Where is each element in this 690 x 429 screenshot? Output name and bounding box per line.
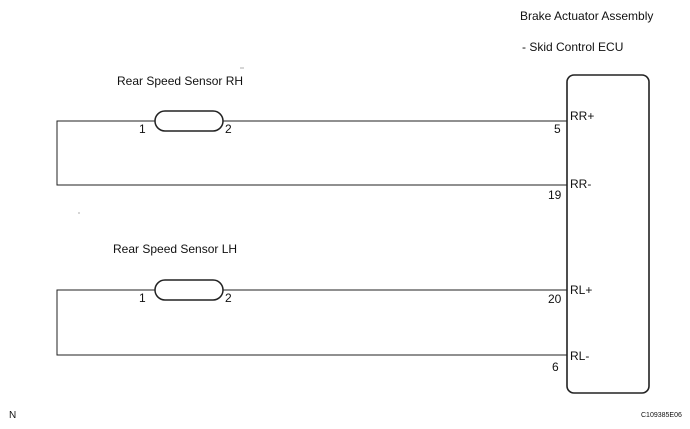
sensor-lh-pin-1: 1 xyxy=(139,291,146,305)
terminal-rr-plus-name: RR+ xyxy=(570,109,595,123)
wire-rh-loop xyxy=(56,120,567,186)
sensor-rh-pin-1: 1 xyxy=(139,122,146,136)
sensor-lh-label: Rear Speed Sensor LH xyxy=(113,242,238,256)
terminal-rr-minus-name: RR- xyxy=(570,177,592,191)
terminal-rl-minus-name: RL- xyxy=(570,349,590,363)
terminal-rr-plus-pin: 5 xyxy=(554,122,561,136)
wire-lh-loop xyxy=(56,289,567,356)
sensor-rh-pin-2: 2 xyxy=(225,122,232,136)
sensor-lh-pin-2: 2 xyxy=(225,291,232,305)
terminal-rl-plus-name: RL+ xyxy=(570,283,593,297)
sensor-lh-body xyxy=(154,279,224,301)
terminal-rr-minus-pin: 19 xyxy=(548,188,562,202)
sensor-rh-label: Rear Speed Sensor RH xyxy=(117,74,244,88)
ecu-box xyxy=(566,74,650,394)
corner-mark-n: N xyxy=(9,410,17,421)
ecu-subtitle: - Skid Control ECU xyxy=(522,40,624,54)
terminal-rl-plus-pin: 20 xyxy=(548,292,562,306)
figure-code: C109385E06 xyxy=(641,412,682,419)
ecu-title: Brake Actuator Assembly xyxy=(520,9,654,23)
sensor-rh-body xyxy=(154,110,224,132)
terminal-rl-minus-pin: 6 xyxy=(552,360,559,374)
